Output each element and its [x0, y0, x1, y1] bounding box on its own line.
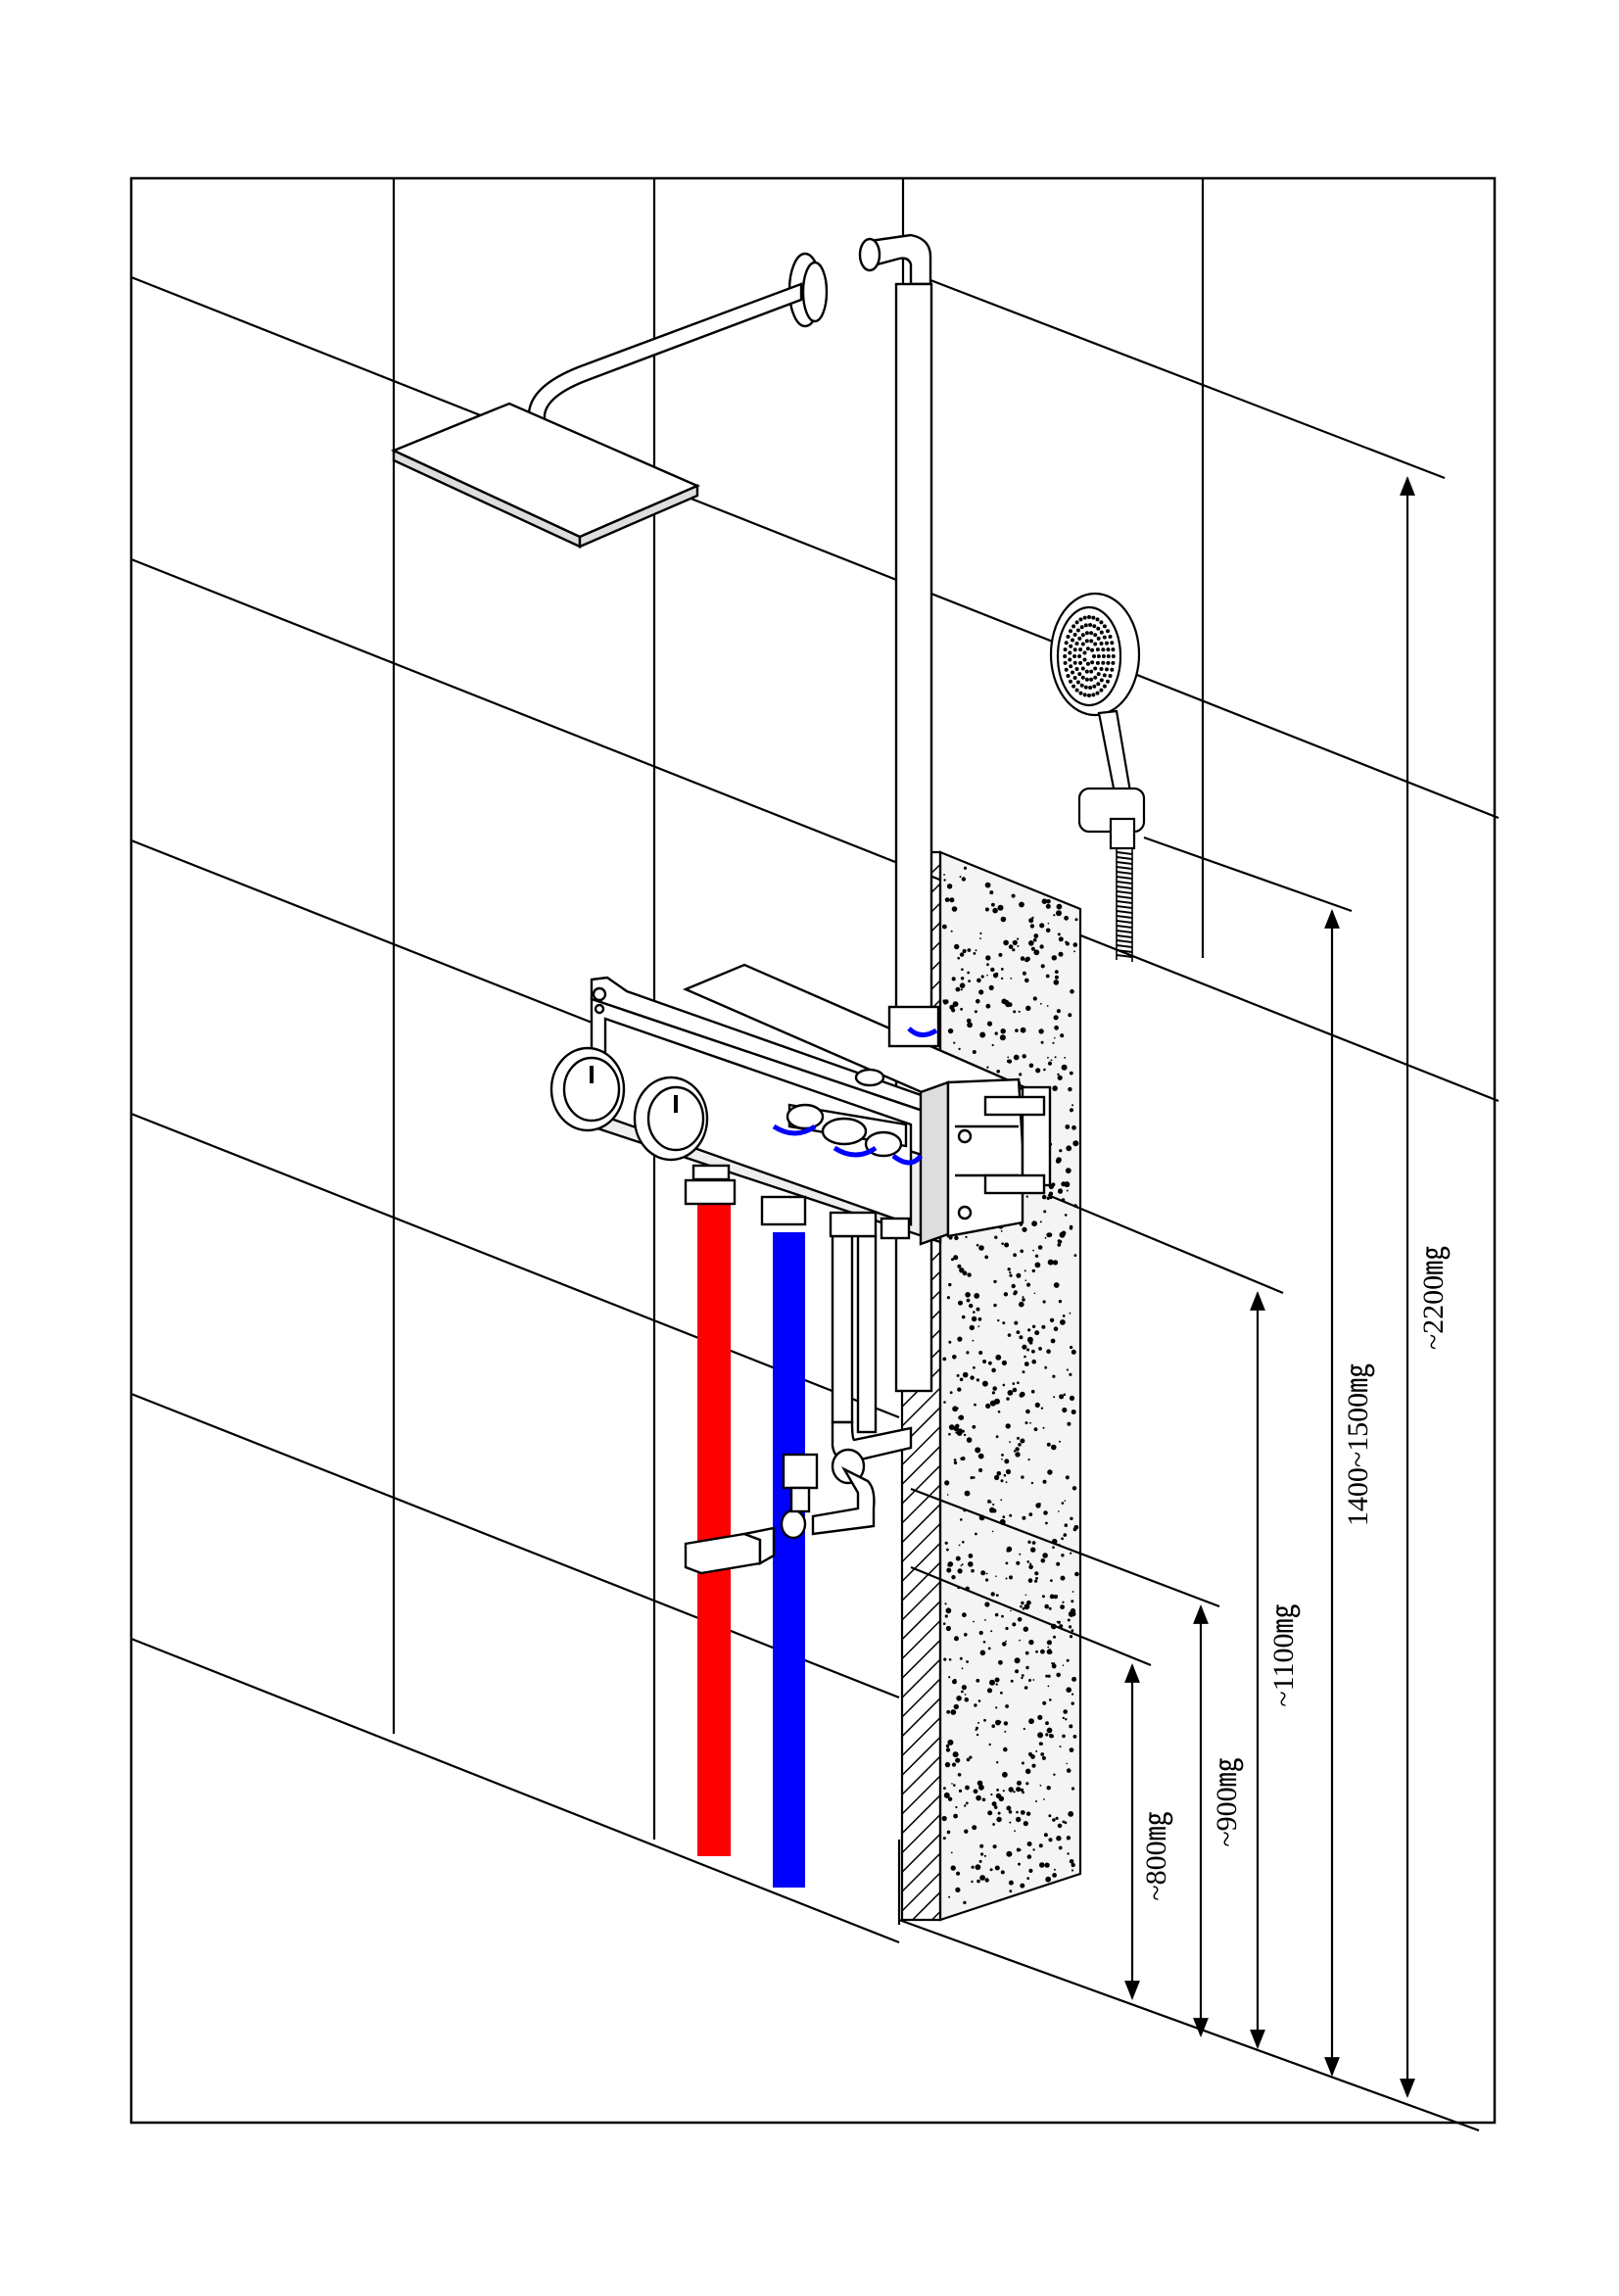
hand-shower-nozzles: [1063, 615, 1116, 697]
outlet-pipes: [684, 1234, 913, 1575]
cold-water-pipe-icon: [773, 1232, 805, 1888]
water-pipes: [697, 1205, 805, 1888]
cold-fittings: [772, 1027, 938, 1166]
dim-1400-1500-label: 1400~1500㎎: [1342, 1363, 1375, 1526]
hand-shower-icon: [1049, 592, 1146, 962]
tile-grid-perspective: [130, 275, 1500, 1944]
dim-2200-label: ~2200㎎: [1417, 1246, 1451, 1350]
overhead-shower-head-icon: [390, 252, 829, 549]
dimension-lines: ~800㎎ ~900㎎ ~1100㎎ 1400~1500㎎ ~2200㎎: [1124, 476, 1451, 2098]
concealed-thermostatic-mixer-icon: [549, 963, 1052, 1246]
rail-top-elbow-icon: [858, 233, 932, 286]
shower-arm-icon: [527, 282, 803, 433]
hose-icon: [1116, 848, 1133, 962]
dimension-extension-lines: [910, 278, 1446, 1667]
dim-900-label: ~900㎎: [1211, 1757, 1244, 1846]
hot-water-pipe-icon: [697, 1205, 731, 1856]
drawing-border: [129, 176, 1497, 2125]
dim-1100-label: ~1100㎎: [1267, 1603, 1301, 1706]
concrete-wall-section: [897, 850, 1480, 2132]
dim-800-label: ~800㎎: [1140, 1811, 1173, 1900]
